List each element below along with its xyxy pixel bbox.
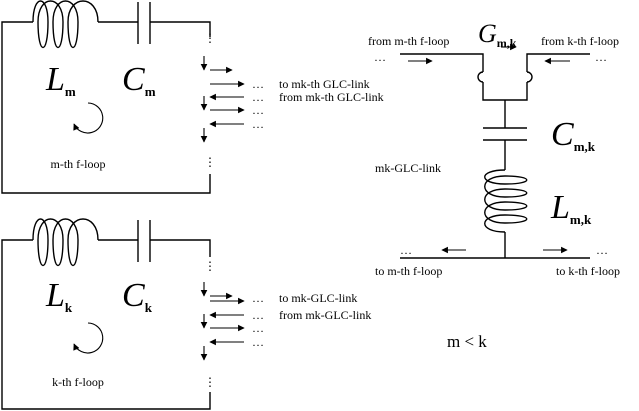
glc-crossover-left — [477, 71, 484, 83]
glc-from-k-dots: … — [595, 50, 607, 64]
glc-to-m-label: to m-th f-loop — [375, 264, 442, 278]
k-loop-capacitor — [137, 220, 151, 262]
glc-capacitor-label: Cm,k — [551, 116, 596, 154]
k-loop-wire — [1, 239, 211, 410]
glc-inductor-label: Lm,k — [550, 189, 592, 227]
m-loop-circulation-icon — [73, 102, 104, 134]
m-loop-capacitor — [137, 2, 151, 44]
k-loop-port-dots-3: … — [252, 321, 264, 335]
k-loop-link-out-label: to mk-GLC-link — [279, 291, 357, 305]
k-loop-inductor-label: Lk — [45, 277, 73, 315]
k-loop-caption: k-th f-loop — [52, 375, 104, 389]
m-loop-port-dots-1: … — [252, 77, 264, 91]
index-relation: m < k — [447, 332, 487, 351]
m-loop-link-out-label: to mk-th GLC-link — [279, 77, 370, 91]
glc-from-m-dots: … — [374, 50, 386, 64]
m-loop-vdots-top: ⋮ — [204, 31, 216, 45]
m-loop-inductor — [32, 0, 99, 48]
glc-to-k-dots: … — [596, 243, 608, 257]
k-loop-vdots-top: ⋮ — [204, 259, 216, 273]
glc-link: Gm,k from m-th f-loop … from k-th f-loop… — [368, 19, 620, 278]
m-loop-vdots-bottom: ⋮ — [204, 155, 216, 169]
k-loop: Lk Ck k-th f-loop ⋮ ⋮ … to mk-GLC-link …… — [1, 218, 371, 410]
m-loop-link-in-label: from mk-th GLC-link — [279, 90, 384, 104]
k-loop-port-dots-4: … — [252, 335, 264, 349]
m-loop: Lm Cm m-th f-loop ⋮ ⋮ … to mk-th GLC-lin… — [1, 0, 384, 194]
m-loop-ports — [200, 56, 245, 143]
m-loop-inductor-label: Lm — [45, 61, 76, 99]
k-loop-circulation-icon — [73, 322, 104, 354]
m-loop-capacitor-label: Cm — [122, 61, 156, 99]
k-loop-port-dots-1: … — [252, 291, 264, 305]
glc-conductance-label: Gm,k — [478, 19, 517, 50]
glc-to-k-label: to k-th f-loop — [556, 264, 620, 278]
glc-from-m-label: from m-th f-loop — [368, 34, 449, 48]
m-loop-port-dots-4: … — [252, 117, 264, 131]
glc-crossover-right — [526, 71, 533, 83]
glc-capacitor — [483, 127, 527, 170]
m-loop-wire — [1, 21, 211, 194]
k-loop-port-dots-2: … — [252, 308, 264, 322]
glc-link-wire-top — [400, 53, 590, 128]
k-loop-link-in-label: from mk-GLC-link — [279, 308, 371, 322]
m-loop-caption: m-th f-loop — [51, 157, 106, 171]
m-loop-port-dots-2: … — [252, 90, 264, 104]
glc-to-m-dots: … — [400, 243, 412, 257]
glc-inductor — [484, 169, 528, 233]
glc-link-name: mk-GLC-link — [375, 161, 441, 175]
k-loop-vdots-bottom: ⋮ — [204, 375, 216, 389]
k-loop-ports — [200, 282, 245, 361]
m-loop-port-dots-3: … — [252, 103, 264, 117]
glc-from-k-label: from k-th f-loop — [541, 34, 619, 48]
k-loop-capacitor-label: Ck — [122, 277, 153, 315]
k-loop-inductor — [32, 218, 99, 266]
